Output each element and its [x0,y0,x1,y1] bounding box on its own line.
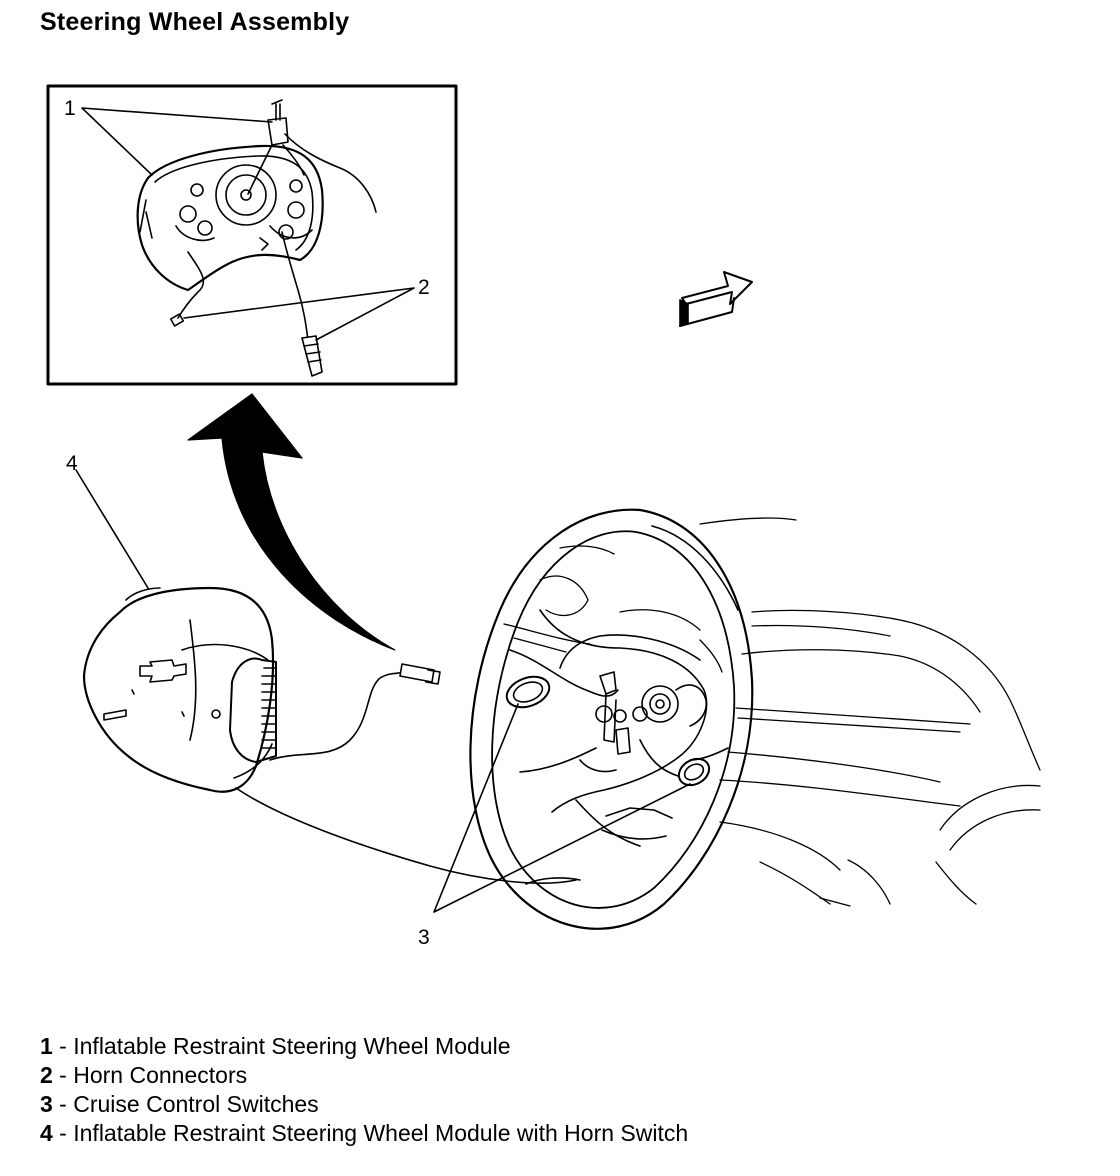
cruise-switch-left [505,675,551,709]
cruise-switch-right [677,757,711,787]
dashboard-illustration [503,517,1041,907]
legend-item-separator: - [52,1062,74,1088]
callout-3: 3 [418,926,430,949]
legend-item-label: Horn Connectors [73,1062,248,1088]
legend-item: 2 - Horn Connectors [40,1061,688,1090]
front-direction-arrow [679,271,753,327]
module-lower-wire [235,787,577,884]
legend-item: 4 - Inflatable Restraint Steering Wheel … [40,1119,688,1148]
legend-item-label: Cruise Control Switches [73,1091,319,1117]
legend-item-separator: - [52,1120,74,1146]
diagram-title: Steering Wheel Assembly [40,8,350,36]
large-curved-arrow [187,393,396,651]
legend-item-separator: - [52,1091,74,1117]
callout-2-leader [183,287,415,341]
legend-item-label: Inflatable Restraint Steering Wheel Modu… [73,1120,689,1146]
legend-item-number: 1 [40,1033,53,1059]
horn-wire [269,671,405,761]
steering-wheel-illustration [469,508,754,930]
callout-4: 4 [66,452,78,475]
callout-1-leader [81,107,273,176]
horn-connector [399,663,435,683]
legend-item-number: 3 [40,1091,53,1117]
module-with-horn-switch-illustration [82,586,277,793]
detail-inset-frame [46,84,458,386]
legend-item: 3 - Cruise Control Switches [40,1090,688,1119]
legend-item-number: 2 [40,1062,53,1088]
callout-3-leader [433,703,691,913]
legend-item-number: 4 [40,1120,53,1146]
legend-item-label: Inflatable Restraint Steering Wheel Modu… [73,1033,511,1059]
legend-item: 1 - Inflatable Restraint Steering Wheel … [40,1032,688,1061]
inset-module-illustration [136,99,377,377]
legend: 1 - Inflatable Restraint Steering Wheel … [40,1032,688,1148]
callout-4-leader [75,469,149,589]
callout-2: 2 [418,276,430,299]
legend-item-separator: - [52,1033,74,1059]
callout-1: 1 [64,97,76,120]
